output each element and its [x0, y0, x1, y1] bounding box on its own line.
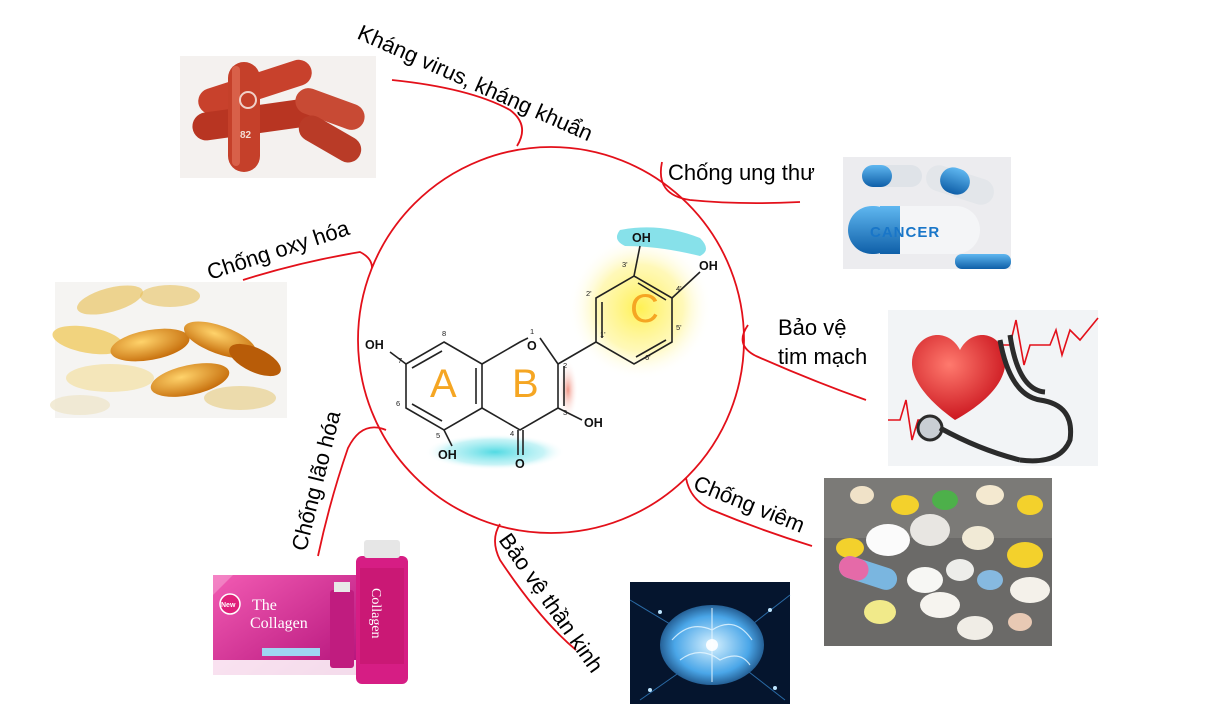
collagen-new-badge: New	[221, 602, 236, 609]
ring-b-bonds	[481, 337, 529, 365]
label-anticancer: Chống ung thư	[668, 160, 815, 185]
central-circle	[357, 146, 745, 534]
c5-oh-label: OH	[438, 448, 457, 462]
assorted-pills-image	[824, 478, 1052, 646]
pos-1p: 1'	[600, 330, 606, 339]
ring-c-highlight	[568, 236, 712, 380]
pos-2: 2	[563, 361, 567, 370]
cancer-pills-image: CANCER	[843, 157, 1011, 269]
brain-image	[629, 582, 791, 704]
collagen-box-the: The	[252, 597, 277, 614]
label-antioxidant: Chống oxy hóa	[204, 215, 353, 285]
c3p-oh-label: OH	[632, 231, 651, 245]
ring-a-letter: A	[430, 362, 457, 406]
collagen-bottle-name: Collagen	[368, 588, 383, 639]
pos-3: 3	[563, 408, 567, 417]
label-antiinflammatory: Chống viêm	[690, 470, 808, 537]
label-neuro: Bảo vệ thần kinh	[494, 529, 608, 678]
o1-atom: O	[527, 339, 537, 353]
pos-1: 1	[530, 327, 534, 336]
heart-stethoscope-image	[888, 310, 1099, 466]
pos-6p: 6'	[645, 353, 651, 362]
label-cardio-line1: Bảo vệ	[778, 315, 847, 340]
molecule-highlights	[425, 227, 712, 470]
c4-carbonyl-o: O	[515, 457, 525, 471]
connector-neuro	[494, 523, 577, 651]
collagen-product-image: New The Collagen Collagen	[213, 540, 408, 684]
pos-4: 4	[510, 429, 514, 438]
connector-antiaging	[317, 426, 387, 557]
pos-8: 8	[442, 329, 446, 338]
ring-b-letter: B	[512, 362, 539, 406]
pos-3p: 3'	[622, 260, 628, 269]
label-antiviral: Kháng virus, kháng khuẩn	[354, 20, 597, 146]
pos-5: 5	[436, 431, 440, 440]
cancer-pill-text: CANCER	[870, 224, 940, 241]
pos-7: 7	[398, 356, 402, 365]
pos-2p: 2'	[586, 289, 592, 298]
c7-oh-label: OH	[365, 338, 384, 352]
flavonoid-structure	[389, 245, 701, 455]
softgel-capsules-image	[50, 282, 287, 418]
c3-oh-label: OH	[584, 416, 603, 430]
collagen-box-name: Collagen	[250, 615, 308, 632]
capsule-imprint: 82	[240, 130, 252, 141]
connector-antiinflammatory	[685, 477, 813, 547]
red-capsules-image: 82	[180, 56, 376, 178]
pos-5p: 5'	[676, 323, 682, 332]
c2-c3-double-bond-highlight	[558, 360, 578, 420]
catechol-oh-highlight	[616, 227, 706, 256]
c4p-oh-label: OH	[699, 259, 718, 273]
ring-c-letter: C	[630, 287, 659, 331]
pos-4p: 4'	[676, 284, 682, 293]
connector-anticancer	[660, 161, 801, 205]
connector-antioxidant	[242, 251, 373, 281]
c5-oh-c4-o-highlight	[425, 434, 565, 470]
pos-6: 6	[396, 399, 400, 408]
connector-antiviral	[391, 79, 524, 147]
connector-cardio	[741, 324, 867, 401]
label-cardio-line2: tim mạch	[778, 344, 867, 369]
